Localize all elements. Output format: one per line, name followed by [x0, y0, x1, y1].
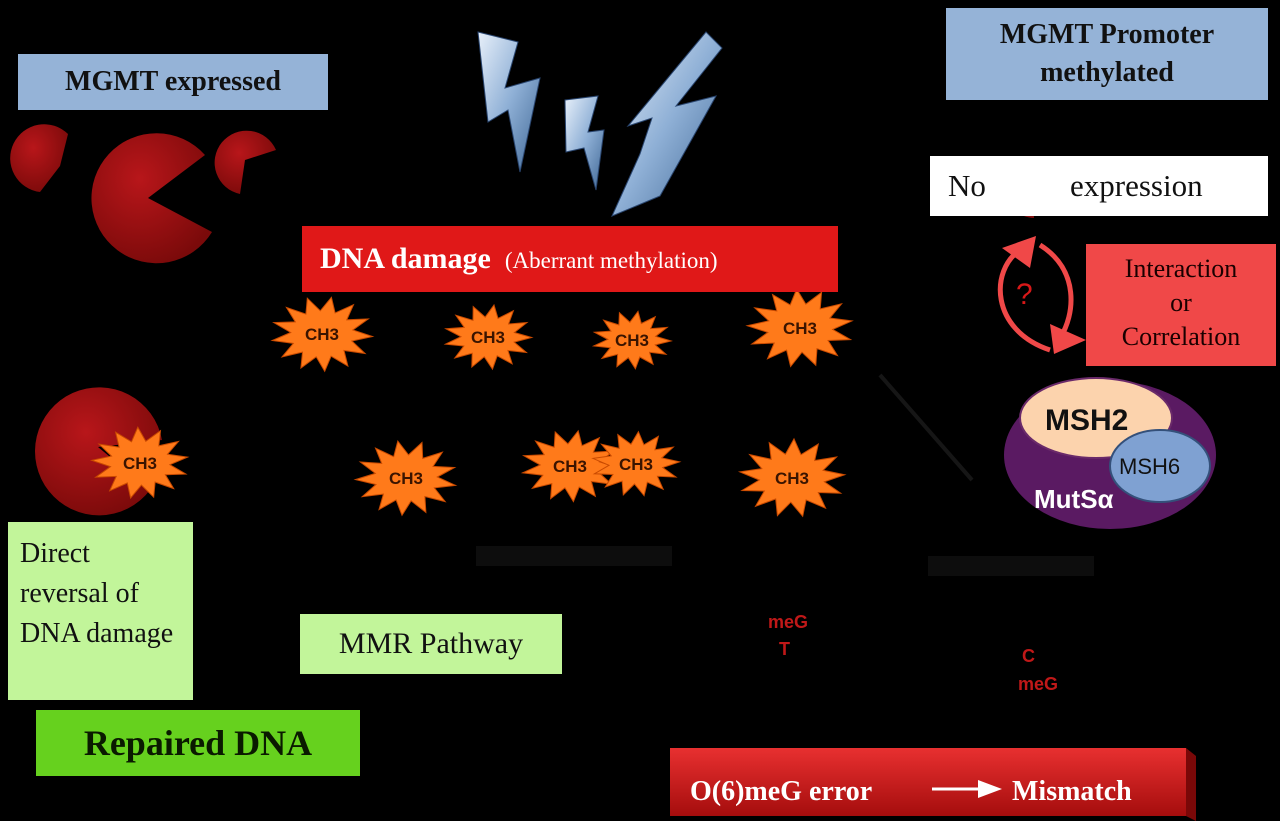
interaction-label: Interaction: [1124, 254, 1238, 283]
ch3-label-2: CH3: [471, 328, 505, 347]
error-left-text: O(6)meG error: [690, 776, 872, 807]
no-expression-box: No expression: [930, 156, 1268, 216]
ch3-label-4: CH3: [783, 319, 817, 338]
faint-smudge-right: [928, 556, 1094, 576]
no-label: No: [948, 168, 986, 203]
ch3-burst-7: [520, 429, 621, 503]
ch3-burst-1: [270, 296, 375, 373]
mutsa-label: MutSα: [1034, 484, 1114, 514]
mgmt-promoter-label: MGMT Promoter methylated: [999, 19, 1215, 88]
ch3-label-9: CH3: [775, 469, 809, 488]
ch3-label-5: CH3: [123, 454, 157, 473]
ch3-burst-8: [591, 430, 682, 497]
pair2-top: C: [1022, 646, 1035, 666]
cycle-arrowhead-up: [1002, 236, 1036, 268]
ch3-label-3: CH3: [615, 331, 649, 350]
direct-reversal-box: Direct reversal of DNA damage: [8, 522, 193, 700]
mgmt-expressed-label: MGMT expressed: [65, 66, 281, 97]
msh6-label: MSH6: [1119, 454, 1180, 479]
ch3-burst-9: [737, 437, 847, 518]
ch3-burst-5: [89, 426, 190, 500]
error-right-text: Mismatch: [1012, 776, 1132, 807]
error-arrowhead: [978, 780, 1002, 798]
ch3-burst-6: [353, 439, 458, 517]
mgmt-protein-small-left: [10, 124, 69, 192]
mgmt-expressed-box: MGMT expressed: [18, 54, 328, 110]
msh6-subunit: [1109, 429, 1211, 503]
ch3-burst-2: [443, 303, 534, 371]
or-label: or: [1170, 288, 1192, 317]
pair1-bottom: T: [779, 639, 790, 659]
correlation-label: Correlation: [1121, 322, 1241, 351]
cycle-arrow-down: [1038, 242, 1074, 340]
ch3-label-1: CH3: [305, 325, 339, 344]
direct-reversal-label: Direct reversal of DNA damage: [20, 538, 174, 649]
mgmt-protein-large: [91, 133, 212, 264]
pair2-bottom: meG: [1018, 674, 1058, 694]
interaction-box: Interaction or Correlation: [1086, 244, 1276, 366]
question-label: ?: [1016, 278, 1033, 311]
faint-arrow: [878, 373, 974, 482]
ch3-label-6: CH3: [389, 469, 423, 488]
expression-label: expression: [1070, 168, 1203, 203]
lightning-bolt-1: [477, 31, 541, 173]
mgmt-protein-small-right: [214, 130, 276, 194]
mgmt-promoter-box: MGMT Promoter methylated: [946, 8, 1268, 100]
error-banner-3d: [1186, 748, 1196, 821]
mmr-pathway-label: MMR Pathway: [338, 627, 524, 660]
dna-damage-box: DNA damage (Aberrant methylation): [302, 226, 838, 292]
cycle-arrowhead-down: [1050, 324, 1086, 354]
pair1-top: meG: [768, 612, 808, 632]
dna-damage-label: DNA damage: [320, 242, 491, 275]
aberrant-label: (Aberrant methylation): [504, 248, 718, 273]
ch3-label-7: CH3: [553, 457, 587, 476]
mmr-pathway-box: MMR Pathway: [300, 614, 562, 674]
repaired-dna-label: Repaired DNA: [83, 723, 313, 763]
faint-smudge-left: [476, 546, 672, 566]
lightning-bolt-2: [564, 95, 605, 191]
ch3-burst-3: [591, 310, 673, 370]
repaired-dna-box: Repaired DNA: [36, 710, 360, 776]
question-mark: ?: [1016, 278, 1046, 318]
cycle-arrow-up: [997, 247, 1051, 353]
msh2-label: MSH2: [1045, 404, 1128, 437]
ch3-label-8: CH3: [619, 455, 653, 474]
error-banner-shape: [670, 748, 1186, 816]
lightning-bolt-3: [611, 31, 723, 217]
ch3-burst-4: [745, 287, 854, 368]
